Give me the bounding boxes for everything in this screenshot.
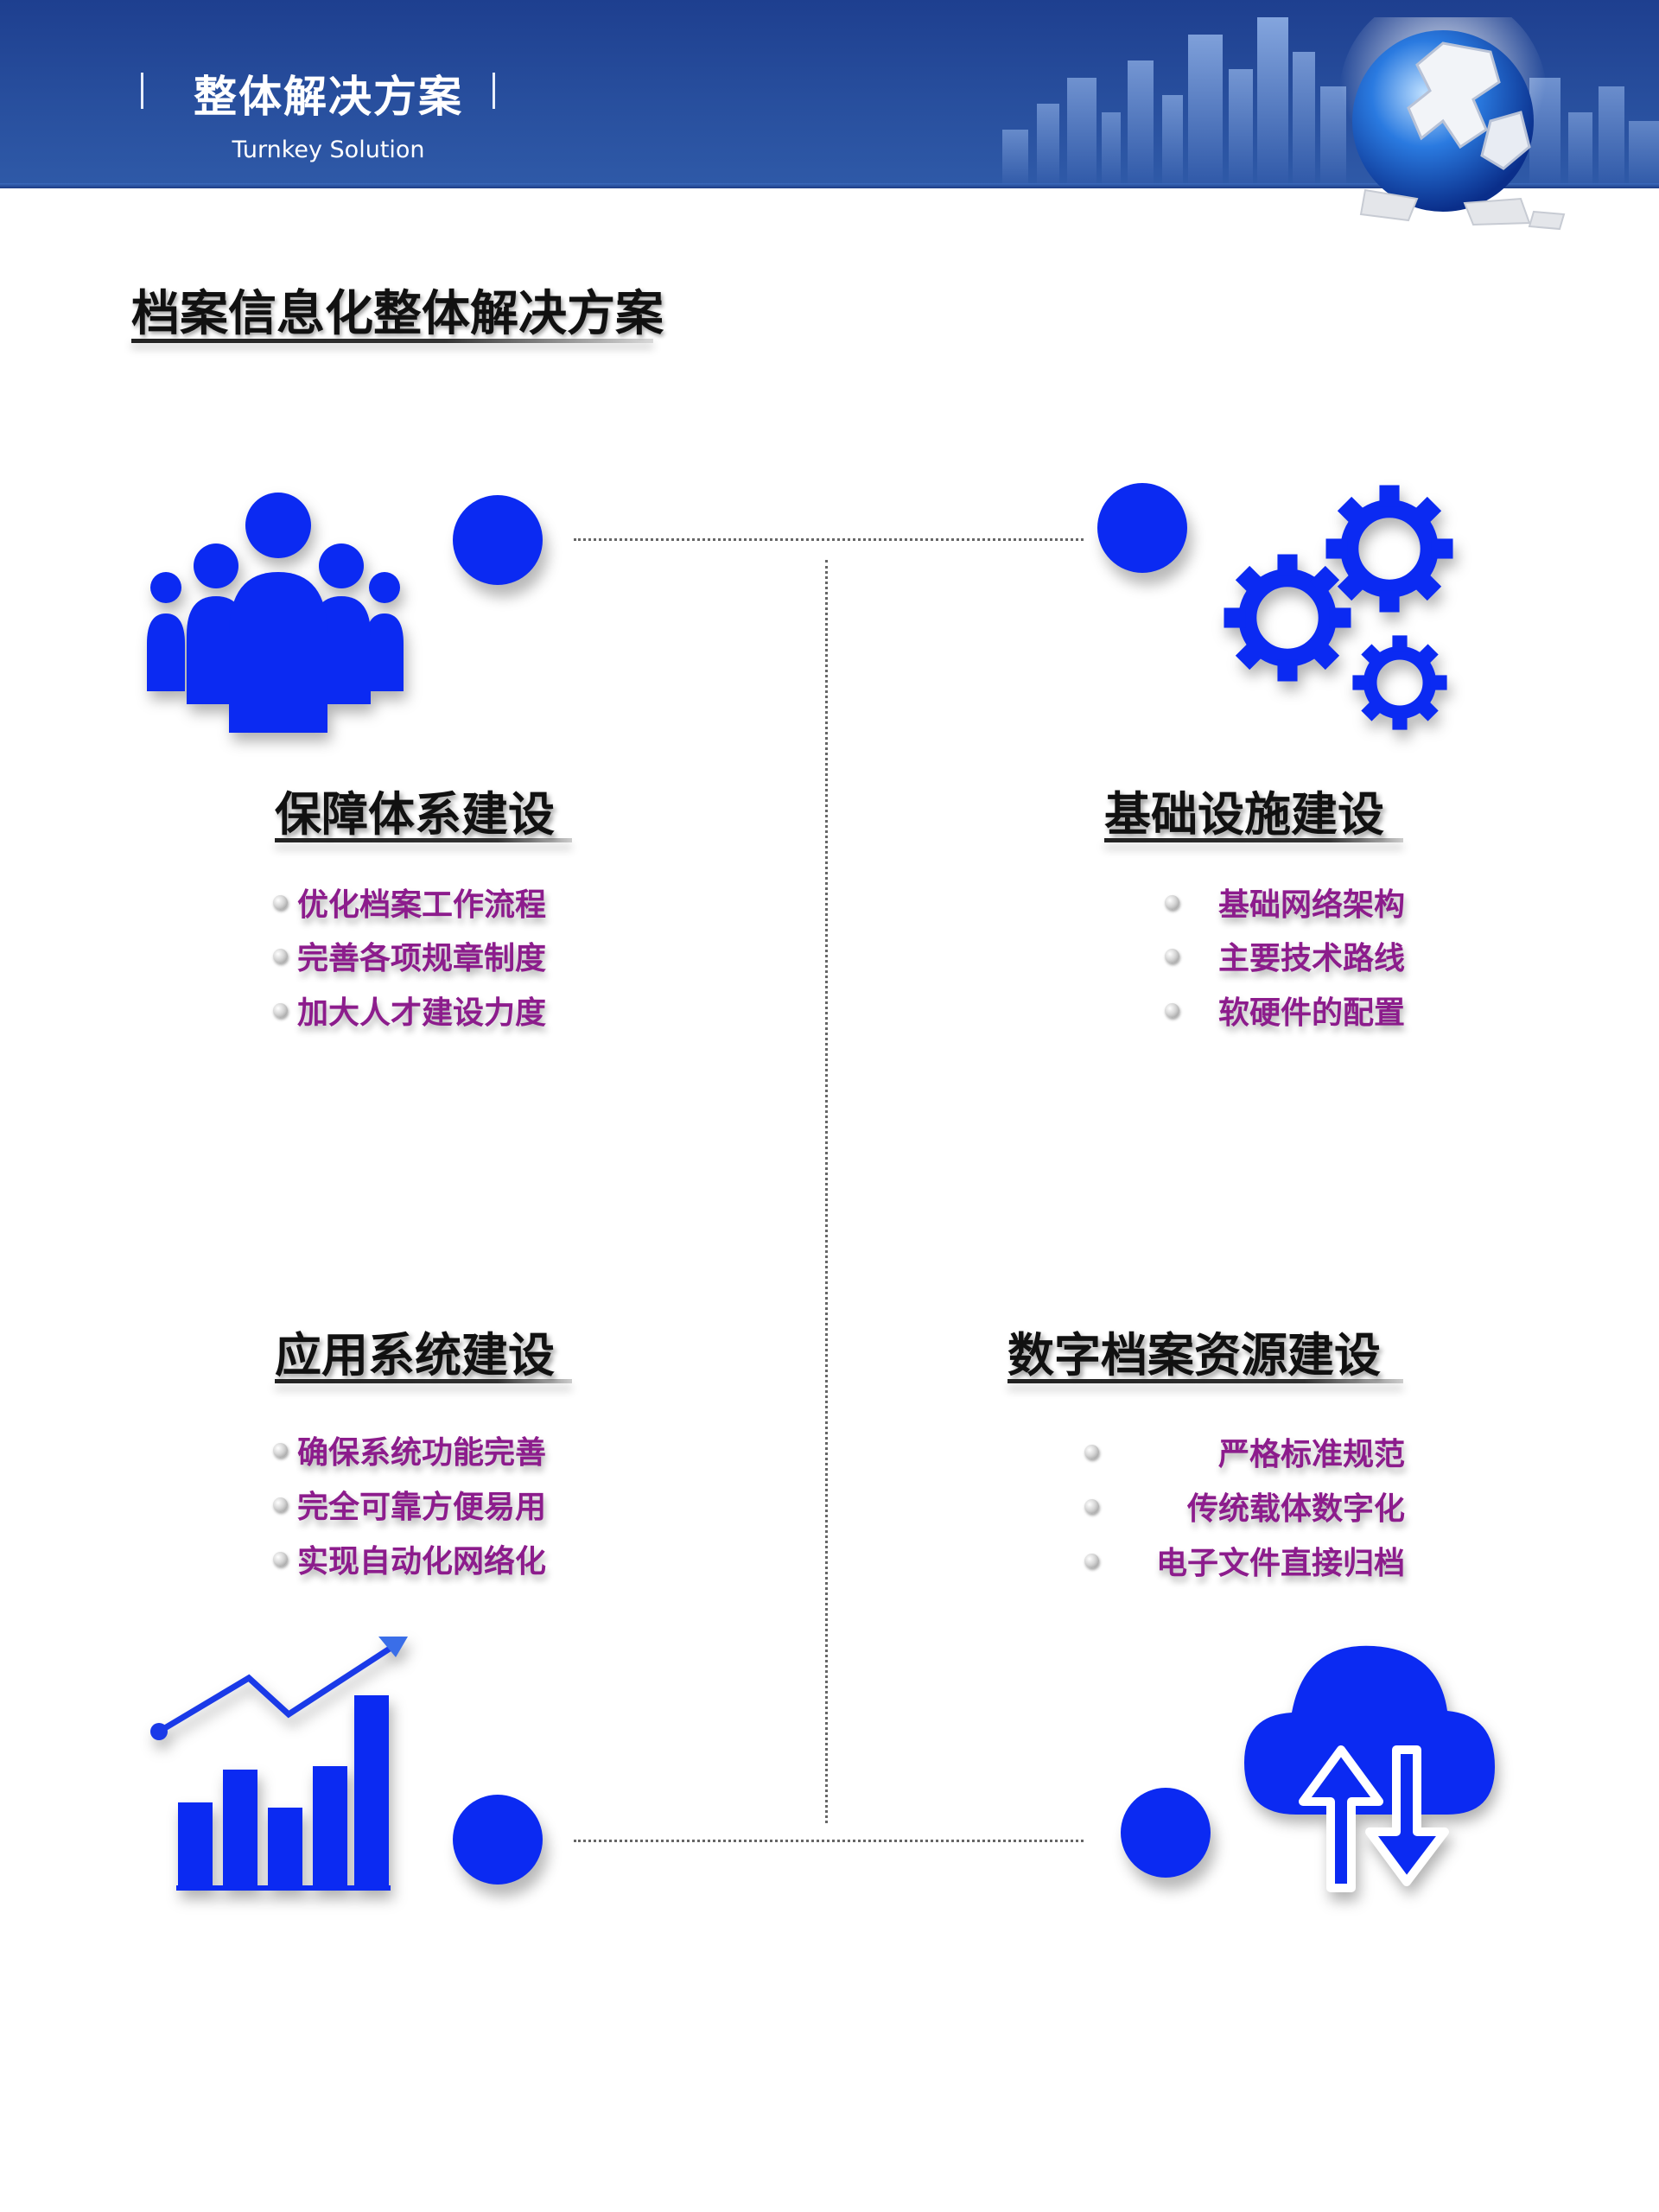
section-item: 电子文件直接归档 (1155, 1546, 1405, 1581)
header-title: 整体解决方案 (194, 72, 463, 122)
section-item: 完善各项规章制度 (297, 941, 547, 976)
main-title: 档案信息化整体解决方案 (131, 286, 664, 342)
gears-icon (1218, 475, 1495, 743)
section-title-digital-archive: 数字档案资源建设 (1007, 1328, 1381, 1382)
section-item: 加大人才建设力度 (297, 995, 547, 1031)
bullet (273, 1497, 288, 1512)
section-item: 严格标准规范 (1217, 1437, 1405, 1472)
section-title-security: 保障体系建设 (275, 787, 555, 842)
bullet (273, 895, 288, 910)
node-circle-top-right (1097, 483, 1187, 573)
section-title-infrastructure: 基础设施建设 (1104, 787, 1384, 842)
node-circle-bottom-left (453, 1795, 543, 1885)
section-underline-application (275, 1379, 572, 1383)
city-skyline-image (1002, 17, 1659, 188)
connector-top (574, 538, 1084, 541)
cloud-upload-download-icon (1244, 1645, 1495, 1892)
people-group-icon (147, 493, 404, 733)
connector-bottom (574, 1840, 1084, 1842)
section-item: 确保系统功能完善 (297, 1435, 547, 1471)
main-title-underline (131, 339, 653, 343)
bullet (273, 1443, 288, 1458)
bar-chart-trend-icon (150, 1637, 408, 1891)
bullet (1165, 895, 1179, 910)
bullet (273, 949, 288, 963)
section-item: 传统载体数字化 (1186, 1491, 1405, 1527)
title-divider-right (493, 73, 495, 109)
section-item: 完全可靠方便易用 (297, 1490, 547, 1525)
section-item: 软硬件的配置 (1217, 995, 1405, 1031)
banner-divider (0, 183, 1659, 188)
bullet (273, 1552, 288, 1567)
globe-puzzle-icon (1339, 17, 1566, 231)
section-underline-infrastructure (1104, 838, 1403, 842)
section-item: 实现自动化网络化 (297, 1544, 547, 1580)
section-underline-digital-archive (1007, 1379, 1403, 1383)
connector-vertical (825, 560, 828, 1823)
title-divider-left (141, 73, 143, 109)
node-circle-top-left (453, 495, 543, 585)
bullet (1165, 949, 1179, 963)
bullet (1165, 1003, 1179, 1018)
section-item: 优化档案工作流程 (297, 887, 547, 923)
section-item: 主要技术路线 (1217, 941, 1405, 976)
bullet (1084, 1554, 1099, 1568)
node-circle-bottom-right (1121, 1788, 1211, 1878)
section-item: 基础网络架构 (1217, 887, 1405, 923)
section-title-application: 应用系统建设 (275, 1328, 555, 1382)
bullet (273, 1003, 288, 1018)
header-subtitle: Turnkey Solution (232, 137, 425, 163)
bullet (1084, 1499, 1099, 1514)
bullet (1084, 1445, 1099, 1459)
section-underline-security (275, 838, 572, 842)
